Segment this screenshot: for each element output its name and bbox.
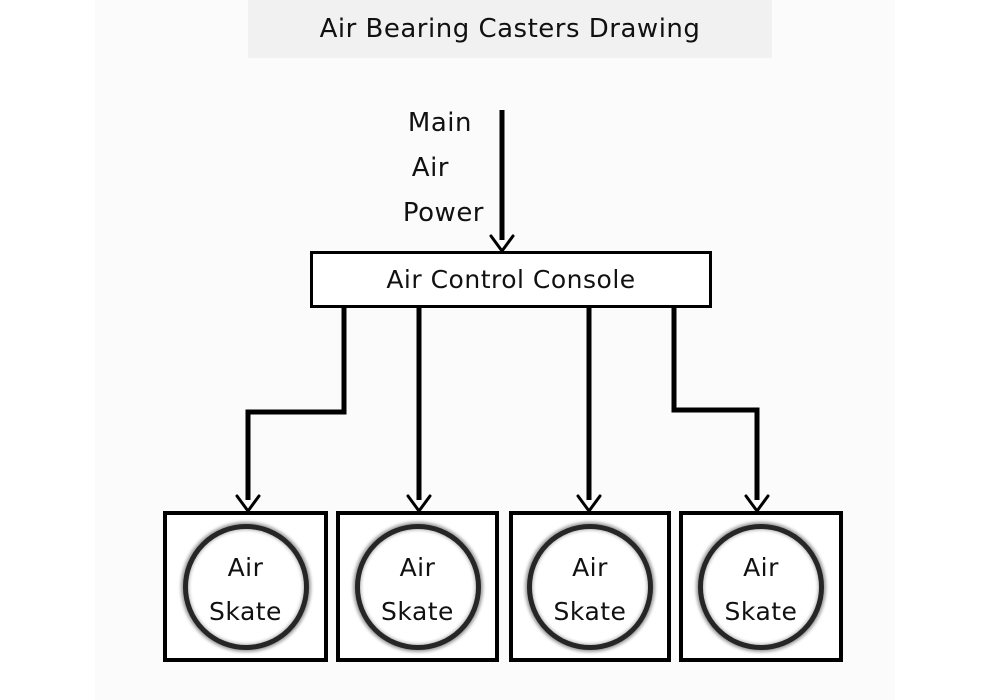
- air-control-console: Air Control Console: [310, 251, 712, 308]
- air-skate-ring: Air Skate: [698, 523, 824, 650]
- left-margin: [0, 0, 95, 700]
- skate-label-line2: Skate: [553, 596, 627, 626]
- branch-line-4: [671, 308, 760, 500]
- inlet-label-air: Air: [411, 153, 449, 183]
- skate-label-line1: Air: [572, 552, 608, 582]
- skate-label-line2: Skate: [724, 596, 798, 626]
- air-skate-unit-3: Air Skate: [509, 511, 671, 662]
- air-skate-unit-1: Air Skate: [163, 511, 328, 662]
- air-skate-ring: Air Skate: [182, 523, 309, 650]
- air-skate-ring: Air Skate: [527, 523, 653, 650]
- right-margin: [895, 0, 990, 700]
- skate-label-line2: Skate: [209, 596, 282, 626]
- inlet-label-power: Power: [402, 198, 484, 228]
- air-skate-ring: Air Skate: [354, 523, 481, 650]
- skate-label-line2: Skate: [381, 596, 454, 626]
- branch-line-1: [245, 308, 347, 500]
- air-skate-unit-2: Air Skate: [336, 511, 499, 662]
- skate-label-line1: Air: [399, 552, 436, 582]
- diagram-title: Air Bearing Casters Drawing: [319, 14, 701, 44]
- air-skate-unit-4: Air Skate: [679, 511, 843, 662]
- inlet-label-main: Main: [407, 108, 472, 138]
- title-band: [248, 0, 772, 58]
- skate-label-line1: Air: [743, 552, 779, 582]
- skate-label-line1: Air: [227, 552, 264, 582]
